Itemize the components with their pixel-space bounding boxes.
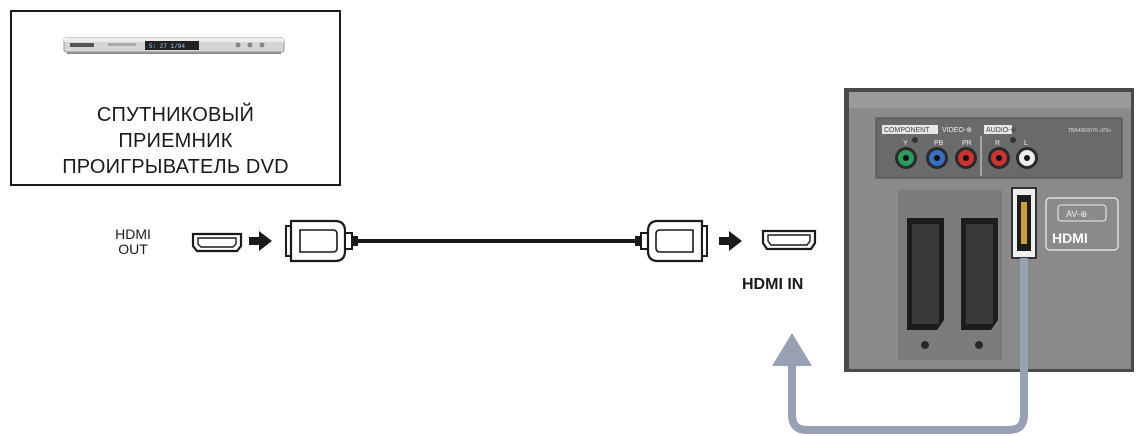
rca-jack-blue — [926, 147, 948, 169]
l-label: L — [1024, 140, 1028, 147]
source-device-label: СПУТНИКОВЫЙ ПРИЕМНИК ПРОИГРЫВАТЕЛЬ DVD — [12, 102, 339, 180]
rca-jack-green — [895, 147, 917, 169]
av-label: AV-⊕ — [1066, 209, 1087, 219]
hdmi-cable-plug-left-icon — [285, 219, 358, 263]
rca-jack-red-r — [988, 147, 1010, 169]
hdmi-out-port-icon — [191, 232, 243, 253]
hdmi-out-label: HDMI OUT — [112, 227, 154, 257]
hdmi-out-label-line-2: OUT — [118, 241, 148, 257]
device-label-line-3: ПРОИГРЫВАТЕЛЬ DVD — [62, 156, 289, 178]
scart-connector-2 — [961, 218, 998, 349]
hdmi-in-port-icon — [761, 229, 817, 251]
video-label: VIDEO-⊕ — [942, 127, 972, 134]
hdmi-logo-badge: AV-⊕ HDMI — [1045, 197, 1119, 251]
device-label-line-1: СПУТНИКОВЫЙ — [96, 104, 255, 126]
hdmi-cable-plug-right-icon — [635, 219, 708, 263]
device-label-line-2: ПРИЕМНИК — [118, 130, 233, 152]
pb-label: PB — [934, 140, 944, 147]
model-text: TBA40E0076 «PS» — [1068, 128, 1112, 134]
route-arrow — [772, 258, 1028, 434]
scart-connector-1 — [907, 218, 944, 349]
tv-back-panel: COMPONENT VIDEO-⊕ AUDIO-⊕ TBA40E0076 «PS… — [844, 88, 1134, 372]
source-device-box: 5: 27 1/94 СПУТНИКОВЫЙ ПРИЕМНИК ПРОИГРЫВ… — [10, 10, 341, 186]
rca-jack-white-l — [1016, 147, 1038, 169]
hdmi-logo-text: HDMI — [1052, 230, 1088, 246]
pr-label: PR — [962, 140, 972, 147]
hdmi-in-label: HDMI IN — [742, 276, 804, 293]
up-arrow-icon — [772, 333, 812, 366]
tv-hdmi-port — [1011, 187, 1037, 259]
hdmi-cable — [358, 239, 635, 243]
component-label: COMPONENT — [884, 127, 930, 134]
right-arrow-icon-2 — [719, 231, 742, 251]
dvd-player-image: 5: 27 1/94 — [63, 37, 285, 54]
y-label: Y — [903, 140, 908, 147]
right-arrow-icon-1 — [249, 231, 272, 251]
hdmi-out-label-line-1: HDMI — [115, 226, 151, 242]
audio-label: AUDIO-⊕ — [986, 127, 1017, 134]
rca-jack-red-pr — [955, 147, 977, 169]
r-label: R — [995, 140, 1000, 147]
dvd-display-text: 5: 27 1/94 — [149, 43, 185, 50]
